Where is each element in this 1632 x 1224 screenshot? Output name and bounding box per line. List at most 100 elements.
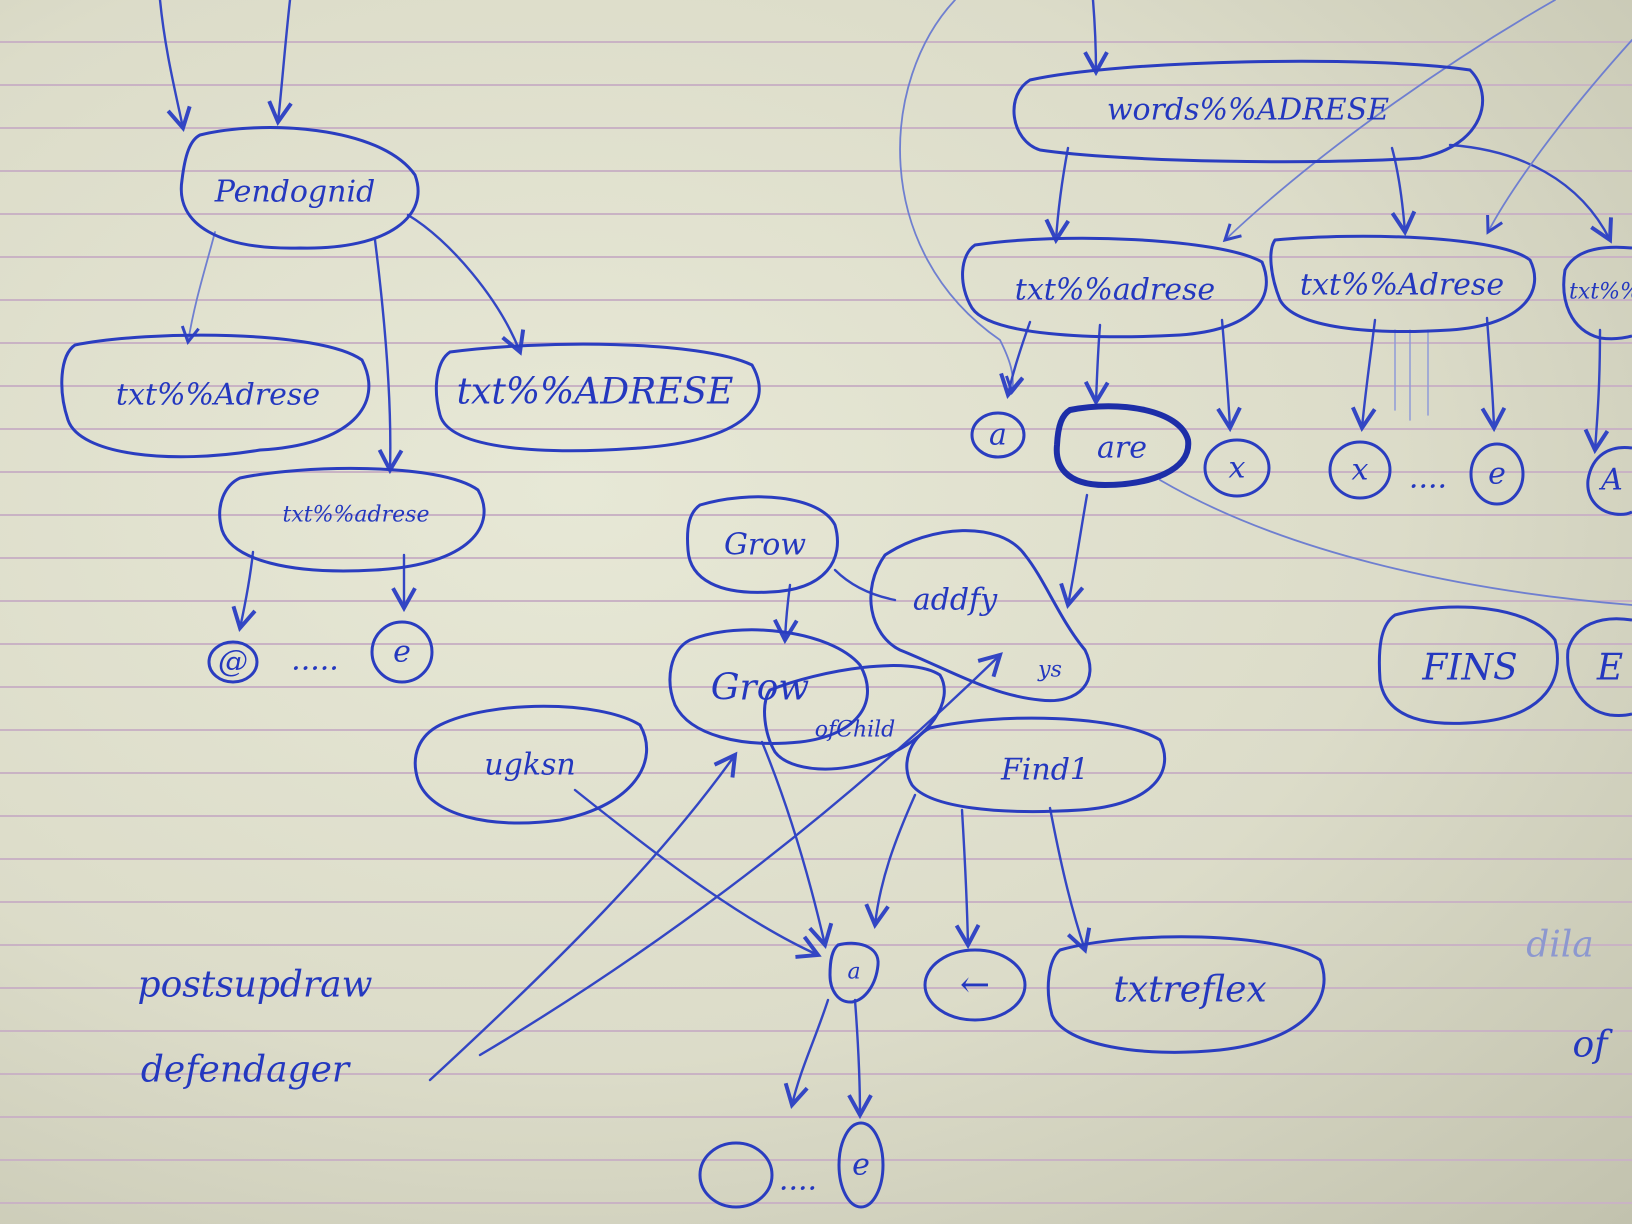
note-left-line-1: postsupdraw — [138, 965, 373, 1006]
node-fins — [1377, 605, 1559, 725]
edge-words-to-txt-r2 — [1390, 146, 1417, 237]
edge-rhs-to-txt-left — [180, 231, 216, 346]
edge-small-to-e — [847, 998, 873, 1120]
label-x2: x — [1352, 453, 1369, 488]
node-a-r — [970, 411, 1026, 459]
edge-are-to-curve — [1159, 479, 1632, 606]
label-at-left: @ — [218, 645, 248, 680]
label-txt-r3: txt%% — [1569, 280, 1632, 305]
node-shapes — [60, 59, 1632, 1209]
node-A-bot — [698, 1141, 774, 1209]
node-grow — [668, 628, 869, 745]
label-e-left: e — [393, 635, 411, 670]
node-e2 — [1469, 442, 1525, 506]
note-right-line-2: of — [1573, 1025, 1614, 1066]
node-A-r — [1586, 445, 1632, 516]
label-find: Find1 — [1000, 753, 1089, 788]
label-group: Grow — [724, 528, 806, 563]
label-ys: ys — [1037, 658, 1062, 683]
edge-right-arc — [1486, 39, 1632, 235]
label-e-bot: e — [852, 1148, 870, 1183]
edge-find-to-small — [864, 793, 917, 930]
label-ellipsis-bot: .... — [779, 1163, 817, 1198]
label-txt-r1: txt%%adrese — [1015, 273, 1215, 308]
node-txt-upper — [434, 342, 761, 453]
edge-top-left-1 — [158, 0, 192, 132]
edge-ugksn-to-small — [573, 788, 822, 959]
edge-words-to-txt-r3 — [1448, 143, 1613, 244]
node-txt-left — [60, 333, 371, 459]
node-words — [1012, 59, 1485, 164]
node-find — [905, 716, 1167, 814]
node-x1 — [1203, 438, 1271, 498]
label-arrow-node: ← — [960, 965, 990, 1006]
node-txt-r3 — [1562, 245, 1632, 341]
node-arrow-node — [923, 948, 1027, 1022]
edge-grow-to-small — [760, 740, 834, 949]
edge-notes-to-grow — [428, 751, 738, 1082]
node-labels: Pendognid txt%%Adrese txt%%ADRESE txt%%a… — [116, 93, 1632, 1198]
edge-diagonal-long — [1222, 0, 1556, 243]
edge-notes-to-addfy — [478, 652, 1003, 1057]
label-ugksn: ugksn — [484, 748, 575, 783]
edge-are-to-addfy — [1059, 493, 1089, 609]
edge-top-to-words — [1083, 0, 1109, 77]
label-txt-upper: txt%%ADRESE — [457, 372, 734, 413]
node-group — [686, 495, 839, 594]
node-addfy — [869, 529, 1092, 703]
node-small — [828, 941, 880, 1004]
edges — [158, 0, 1632, 1120]
label-grow: Grow — [711, 668, 810, 709]
label-ellipsis-left: ..... — [291, 643, 339, 678]
node-are — [1053, 403, 1192, 489]
edge-find-to-txtreflex — [1048, 806, 1092, 954]
edge-long-curve-to-a — [899, 0, 1024, 396]
node-e-partial — [1566, 617, 1632, 717]
label-txt-left: txt%%Adrese — [116, 378, 320, 413]
edge-top-left-2 — [267, 0, 293, 127]
edge-rhs-to-txt-lower — [373, 238, 404, 475]
note-left-line-2: defendager — [141, 1050, 351, 1091]
edge-txt-r1-to-are — [1083, 323, 1110, 407]
node-e-left — [370, 620, 434, 684]
edge-rhs-to-txt-upper — [406, 213, 526, 356]
margin-notes: postsupdraw defendager dila of — [138, 925, 1614, 1091]
edge-txt-r2-to-x2 — [1351, 318, 1377, 433]
label-e2: e — [1488, 457, 1506, 492]
label-rhs-top: Pendognid — [214, 175, 376, 210]
node-ofchild — [763, 664, 946, 771]
node-txtreflex — [1046, 935, 1326, 1054]
label-small: a — [847, 960, 860, 985]
label-x1: x — [1229, 451, 1246, 486]
node-rhs-top — [179, 126, 420, 250]
edge-find-to-arrownode — [954, 808, 981, 950]
node-txt-lower — [218, 466, 486, 573]
edge-txt-r3-to-A — [1583, 328, 1610, 455]
label-words: words%%ADRESE — [1107, 93, 1389, 128]
edge-txt-r2-to-e2 — [1480, 316, 1507, 433]
label-txt-r2: txt%%Adrese — [1300, 268, 1504, 303]
edge-txt-lower-to-at — [231, 550, 257, 632]
label-e-partial: E — [1596, 648, 1623, 689]
node-x2 — [1328, 440, 1392, 500]
note-right-line-1: dila — [1526, 925, 1594, 966]
label-a-r: a — [989, 418, 1007, 453]
node-txt-r2 — [1269, 234, 1537, 333]
label-are: are — [1097, 431, 1147, 466]
label-A-r: A — [1598, 463, 1623, 498]
label-ellipsis-r: .... — [1409, 461, 1447, 496]
label-fins: FINS — [1421, 648, 1517, 689]
label-ofchild: ofChild — [815, 718, 896, 743]
node-txt-r1 — [961, 236, 1268, 339]
label-addfy: addfy — [913, 583, 998, 618]
node-e-bot — [837, 1121, 885, 1209]
label-txt-lower: txt%%adrese — [283, 503, 430, 528]
node-at-left — [207, 640, 259, 684]
edge-txt-r1-to-x1 — [1216, 318, 1242, 433]
edge-small-to-A — [783, 998, 830, 1109]
edge-txt-r1-to-a — [999, 320, 1032, 399]
label-txtreflex: txtreflex — [1113, 970, 1266, 1011]
edge-words-to-txt-r1 — [1044, 146, 1070, 245]
